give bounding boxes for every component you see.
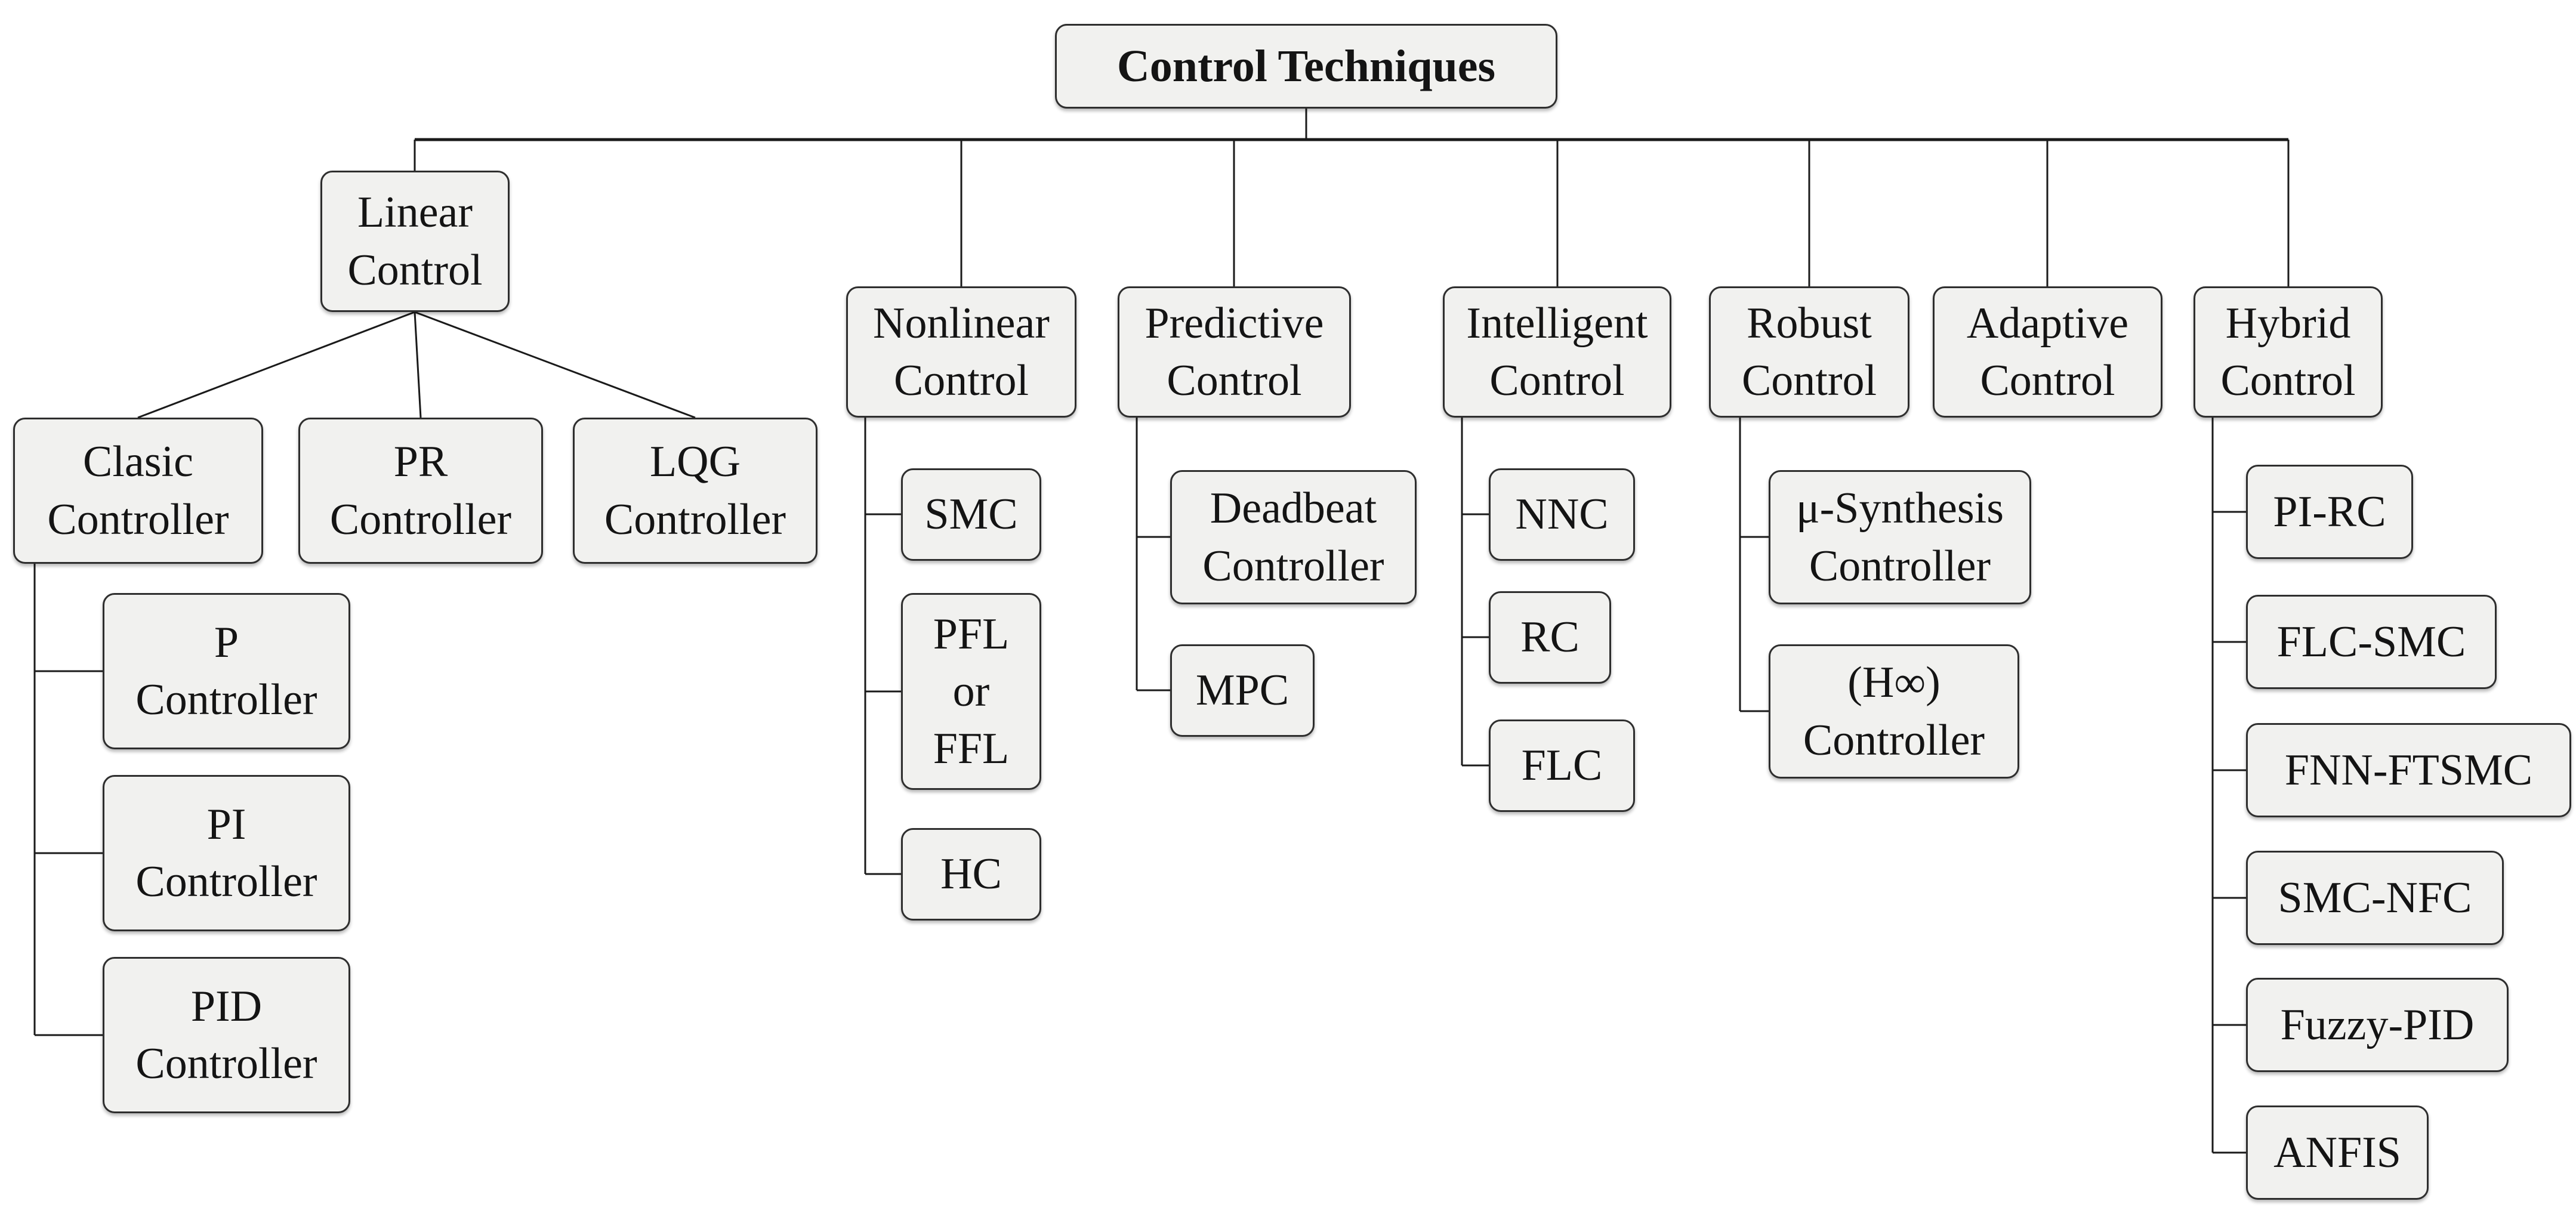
node-hybrid-control: Hybrid Control xyxy=(2194,286,2383,418)
node-adaptive-control: Adaptive Control xyxy=(1933,286,2162,418)
node-fnn-ftsmc: FNN-FTSMC xyxy=(2246,723,2571,817)
node-nnc: NNC xyxy=(1489,468,1635,561)
node-h-infinity-controller: (H∞) Controller xyxy=(1769,644,2019,779)
node-mpc: MPC xyxy=(1170,644,1315,737)
node-anfis: ANFIS xyxy=(2246,1105,2429,1200)
node-pr-controller: PR Controller xyxy=(298,418,543,564)
node-hc: HC xyxy=(901,828,1041,921)
node-pi-rc: PI-RC xyxy=(2246,465,2413,559)
node-intelligent-control: Intelligent Control xyxy=(1443,286,1671,418)
node-flc: FLC xyxy=(1489,719,1635,812)
node-nonlinear-control: Nonlinear Control xyxy=(846,286,1076,418)
node-smc-nfc: SMC-NFC xyxy=(2246,851,2504,945)
node-deadbeat-controller: Deadbeat Controller xyxy=(1170,470,1417,604)
node-linear-control: Linear Control xyxy=(320,171,510,312)
node-rc: RC xyxy=(1489,591,1611,684)
node-mu-synthesis-controller: μ-Synthesis Controller xyxy=(1769,470,2031,604)
node-pid-controller: PID Controller xyxy=(103,957,350,1113)
connector-linear-lqg xyxy=(414,311,696,419)
node-pi-controller: PI Controller xyxy=(103,775,350,931)
node-control-techniques: Control Techniques xyxy=(1055,24,1557,109)
node-pfl-or-ffl: PFL or FFL xyxy=(901,593,1041,790)
node-p-controller: P Controller xyxy=(103,593,350,749)
node-flc-smc: FLC-SMC xyxy=(2246,595,2497,689)
node-clasic-controller: Clasic Controller xyxy=(13,418,263,564)
node-predictive-control: Predictive Control xyxy=(1118,286,1351,418)
node-fuzzy-pid: Fuzzy-PID xyxy=(2246,978,2509,1072)
node-smc: SMC xyxy=(901,468,1041,561)
node-lqg-controller: LQG Controller xyxy=(573,418,817,564)
node-robust-control: Robust Control xyxy=(1709,286,1909,418)
connector-linear-pr xyxy=(414,311,422,418)
connector-linear-clasic xyxy=(137,311,415,419)
